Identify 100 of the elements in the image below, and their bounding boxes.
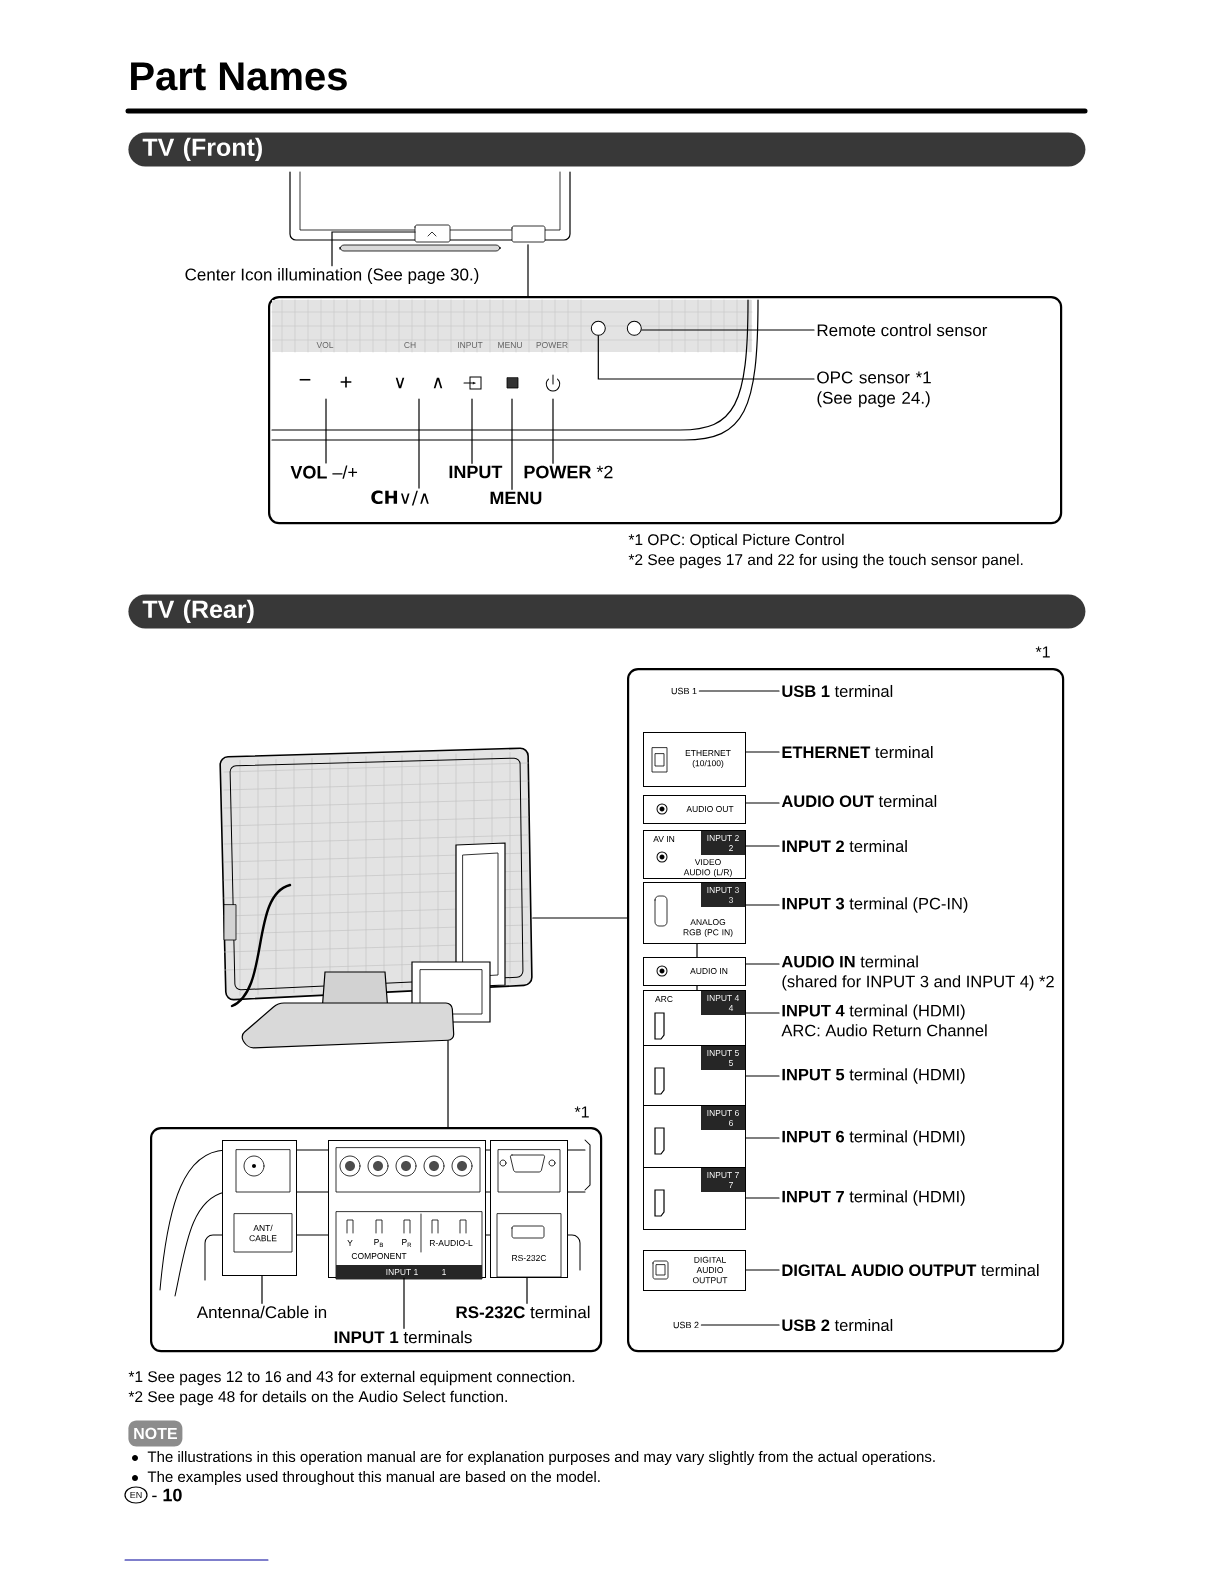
port-label: 7 (729, 1182, 733, 1188)
callout-label: Remote control sensor (817, 323, 988, 337)
port-label: Y (347, 1240, 353, 1246)
port-label: INPUT 1 (386, 1269, 418, 1275)
leader-line (745, 802, 780, 804)
leader-line (745, 1075, 780, 1077)
callout-label: Antenna/Cable in (196, 1305, 327, 1319)
port-label: INPUT 3 (707, 887, 739, 894)
leader-line (325, 398, 327, 464)
callout-label: USB 2 terminal (782, 1318, 893, 1332)
callout-label: USB 1 terminal (782, 684, 893, 698)
port-label: VIDEO AUDIO (L/R) (683, 859, 732, 877)
button-label: CH (404, 342, 416, 349)
leader-line (696, 943, 698, 958)
footnote: *2 See pages 17 and 22 for using the touch sensor panel. (628, 553, 1023, 569)
terminal-box (643, 830, 746, 879)
leader-line (403, 1277, 405, 1329)
section-band: TV (Front) (128, 132, 1086, 167)
callout-label: INPUT 3 terminal (PC-IN) (782, 897, 968, 913)
leader-line (418, 398, 420, 489)
port-label: RS-232C (512, 1255, 547, 1262)
page-title: Part Names (131, 62, 347, 91)
leader-line (696, 985, 698, 991)
leader-line (552, 398, 554, 464)
button-symbol: ∨ (395, 377, 405, 389)
leader-line (745, 845, 780, 847)
terminal-box (643, 882, 746, 944)
leader-line (597, 335, 815, 380)
leader-line (745, 963, 780, 965)
tv-front-drawing (289, 171, 571, 252)
port-label: P$_{B}$ (374, 1239, 383, 1247)
page-number: - 10 (152, 1488, 182, 1502)
footnote: *2 See page 48 for details on the Audio Select function. (128, 1390, 507, 1406)
terminal-box (643, 1105, 746, 1168)
detail-panel (268, 296, 1063, 525)
leader-line (471, 398, 473, 464)
callout-label: OPC sensor *1 (See page 24.) (817, 371, 931, 408)
tv-rear-drawing (219, 747, 533, 1049)
port-label: 6 (729, 1120, 733, 1127)
leader-line (526, 1277, 528, 1304)
button-label: VOL (316, 342, 334, 349)
callout-label: VOL –/+ (290, 465, 358, 479)
leader-line (745, 1269, 780, 1271)
callout-label: DIGITAL AUDIO OUTPUT terminal (782, 1263, 1039, 1277)
button-label: MENU (498, 342, 522, 348)
port-label: P$_{R}$ (402, 1239, 412, 1247)
leader-line (745, 751, 780, 753)
port-label: R-AUDIO-L (429, 1240, 473, 1247)
sensor-dot (626, 320, 642, 336)
leader-line (511, 398, 513, 490)
language-badge: EN (124, 1486, 148, 1504)
leader-line (700, 1324, 780, 1326)
callout-label: RS-232C terminal (456, 1305, 590, 1319)
button-label: POWER (536, 342, 568, 349)
terminal-box (490, 1140, 568, 1278)
note-text: The illustrations in this operation manual are for explanation purposes and may vary slightly from the actual operations. (147, 1451, 935, 1465)
callout-label: AUDIO IN terminal (shared for INPUT 3 and INPUT 4) *2 (781, 955, 1054, 991)
terminal-box (643, 1045, 746, 1106)
callout-label: MENU (490, 491, 542, 505)
button-symbol: + (340, 376, 352, 388)
footnote-mark: *1 (1035, 646, 1050, 658)
detail-panel (150, 1127, 603, 1353)
callout-label: INPUT 7 terminal (HDMI) (782, 1190, 965, 1206)
terminal-box (222, 1140, 297, 1276)
port-label: DIGITAL AUDIO OUTPUT (692, 1256, 728, 1284)
leader-line (331, 231, 416, 267)
port-label: INPUT 7 (707, 1172, 739, 1178)
callout-label: CH∨/∧ (371, 490, 429, 506)
port-label: INPUT 6 (707, 1110, 739, 1117)
button-symbol: ∧ (433, 377, 443, 389)
terminal-box (643, 1250, 746, 1291)
port-label: AV IN (653, 836, 675, 842)
port-label: 4 (728, 1005, 734, 1011)
connector-line (527, 244, 529, 297)
terminal-box (643, 1167, 746, 1230)
connector-line (447, 1040, 449, 1128)
callout-label: INPUT 6 terminal (HDMI) (782, 1130, 965, 1146)
port-label: ARC (655, 996, 673, 1003)
callout-label: Center Icon illumination (See page 30.) (185, 268, 479, 284)
terminal-box (643, 990, 746, 1046)
callout-label: INPUT 2 terminal (782, 839, 907, 853)
port-label: 1 (442, 1269, 446, 1275)
port-label: 3 (728, 897, 733, 904)
port-label: USB 1 (671, 687, 697, 695)
note-text: The examples used throughout this manual are based on the model. (147, 1471, 600, 1485)
terminal-box (643, 795, 746, 824)
port-label: INPUT 4 (707, 995, 740, 1001)
leader-line (698, 690, 780, 692)
footnote: *1 See pages 12 to 16 and 43 for external equipment connection. (128, 1370, 575, 1386)
leader-line (745, 904, 780, 906)
leader-line (261, 1275, 263, 1304)
callout-label: AUDIO OUT terminal (781, 794, 937, 808)
leader-line (745, 1137, 780, 1139)
port-label: ETHERNET (10/100) (685, 750, 731, 768)
port-label: 2 (729, 845, 733, 851)
port-label: USB 2 (673, 1321, 699, 1329)
callout-label: INPUT 4 terminal (HDMI) ARC: Audio Return Channel (781, 1004, 987, 1037)
callout-label: INPUT (449, 465, 503, 479)
callout-label: INPUT 1 terminals (334, 1330, 472, 1344)
connector-line (532, 917, 628, 919)
